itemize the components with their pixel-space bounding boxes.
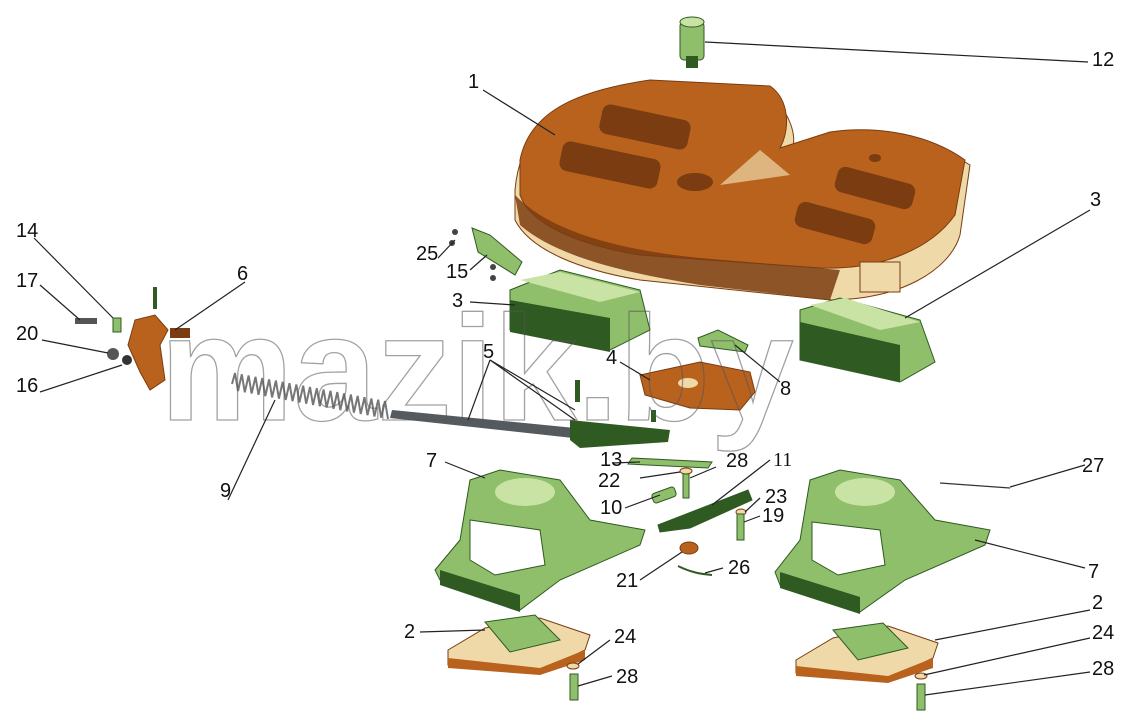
callout-26: 26 (728, 557, 750, 579)
callout-10: 10 (600, 497, 622, 519)
callout-25: 25 (416, 243, 438, 265)
callout-20: 20 (16, 323, 38, 345)
callout-11: 11 (773, 449, 792, 471)
callout-15: 15 (446, 261, 468, 283)
callout-2-right: 2 (1092, 592, 1103, 614)
callout-28-top: 28 (726, 450, 748, 472)
callout-21: 21 (616, 570, 638, 592)
callout-8: 8 (780, 378, 791, 400)
callout-labels: 1 12 3 3 25 15 6 14 17 20 16 5 4 8 9 7 7… (16, 49, 1114, 688)
part-2-right-base (795, 622, 939, 683)
part-7-left-support (434, 469, 646, 612)
callout-23: 23 (765, 486, 787, 508)
part-7-right-support (774, 469, 991, 614)
part-6-lever (127, 287, 190, 391)
part-3-right-bracket (799, 297, 936, 383)
part-28-bolt-top (682, 473, 690, 499)
part-11-latch-plate (657, 489, 753, 533)
callout-5: 5 (483, 341, 494, 363)
callout-9: 9 (220, 480, 231, 502)
part-13-strip (627, 457, 713, 469)
part-24-28-bolt-left (566, 662, 580, 701)
callout-28-left: 28 (616, 666, 638, 688)
part-24-28-bolt-right (914, 672, 928, 711)
part-23-19-bolt (735, 508, 747, 541)
callout-3-right: 3 (1090, 189, 1101, 211)
callout-24-right: 24 (1092, 622, 1114, 644)
callout-1: 1 (468, 71, 479, 93)
callout-13: 13 (600, 449, 622, 471)
part-10-small-spring (651, 486, 677, 504)
part-2-left-base (447, 614, 591, 675)
callout-27: 27 (1082, 455, 1104, 477)
callout-14: 14 (16, 220, 38, 242)
part-26-cotter-pin (677, 565, 713, 576)
part-1-coupling-plate (514, 79, 971, 301)
part-21-nut (679, 541, 699, 555)
part-4-lock-jaw (639, 361, 756, 411)
watermark-text: mazik.by (160, 284, 794, 452)
callout-4: 4 (606, 347, 617, 369)
callout-3-left: 3 (452, 290, 463, 312)
callout-19: 19 (762, 505, 784, 527)
part-15-plate (471, 227, 523, 276)
leader-lines (33, 41, 1091, 696)
callout-7-left: 7 (426, 450, 437, 472)
callout-24-left: 24 (614, 626, 636, 648)
part-8-bar (697, 329, 749, 353)
part-12-pin (679, 16, 705, 68)
part-3-left-bracket (509, 269, 651, 352)
callout-7-right: 7 (1088, 561, 1099, 583)
part-5-rod (390, 380, 670, 448)
callout-16: 16 (16, 375, 38, 397)
part-27-wire (939, 482, 1011, 489)
callout-17: 17 (16, 270, 38, 292)
callout-2-left: 2 (404, 621, 415, 643)
callout-22: 22 (598, 470, 620, 492)
part-14-17-20-16-fasteners (75, 317, 132, 365)
callout-28-right: 28 (1092, 658, 1114, 680)
part-9-spring (231, 372, 389, 420)
part-22-washer (679, 467, 693, 475)
callout-6: 6 (237, 263, 248, 285)
callout-12: 12 (1092, 49, 1114, 71)
